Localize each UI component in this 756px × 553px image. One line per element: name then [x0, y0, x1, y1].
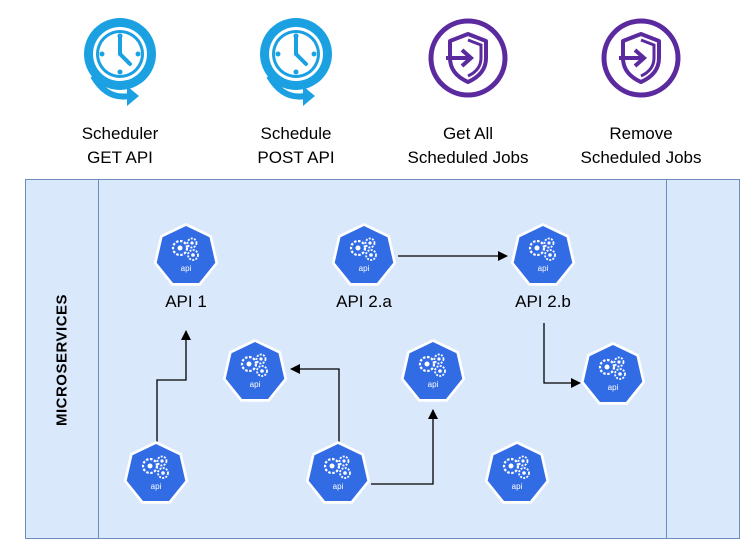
- get-all-scheduled-jobs-line2: Scheduled Jobs: [407, 148, 529, 167]
- clock-icon: [253, 14, 339, 115]
- remove-scheduled-jobs-line2: Scheduled Jobs: [580, 148, 702, 167]
- scheduler-get-api-line1: Scheduler: [81, 124, 159, 143]
- shield-enter-icon: [428, 18, 508, 103]
- node-label-api2a: API 2.a: [336, 292, 392, 311]
- get-all-scheduled-jobs: Get All Scheduled Jobs: [378, 0, 558, 175]
- schedule-post-api-line1: Schedule: [260, 124, 332, 143]
- node-label-api1: API 1: [165, 292, 207, 311]
- get-all-scheduled-jobs-line1: Get All: [442, 124, 494, 143]
- connector-n8-to-n5: [371, 409, 438, 485]
- remove-scheduled-jobs: Remove Scheduled Jobs: [551, 0, 731, 175]
- clock-icon: [77, 14, 163, 115]
- connector-n7-to-api1: [156, 330, 191, 446]
- scheduler-get-api: Scheduler GET API: [30, 0, 210, 175]
- connector-n8-to-n4: [290, 364, 340, 444]
- shield-enter-icon: [601, 18, 681, 103]
- remove-scheduled-jobs-line1: Remove: [609, 124, 673, 143]
- node-label-api2b: API 2.b: [515, 292, 571, 311]
- scheduler-get-api-line2: GET API: [87, 148, 153, 167]
- schedule-post-api: Schedule POST API: [206, 0, 386, 175]
- connector-api2b-to-n6: [543, 323, 581, 388]
- section-label-microservices: MICROSERVICES: [53, 293, 71, 427]
- schedule-post-api-line2: POST API: [257, 148, 335, 167]
